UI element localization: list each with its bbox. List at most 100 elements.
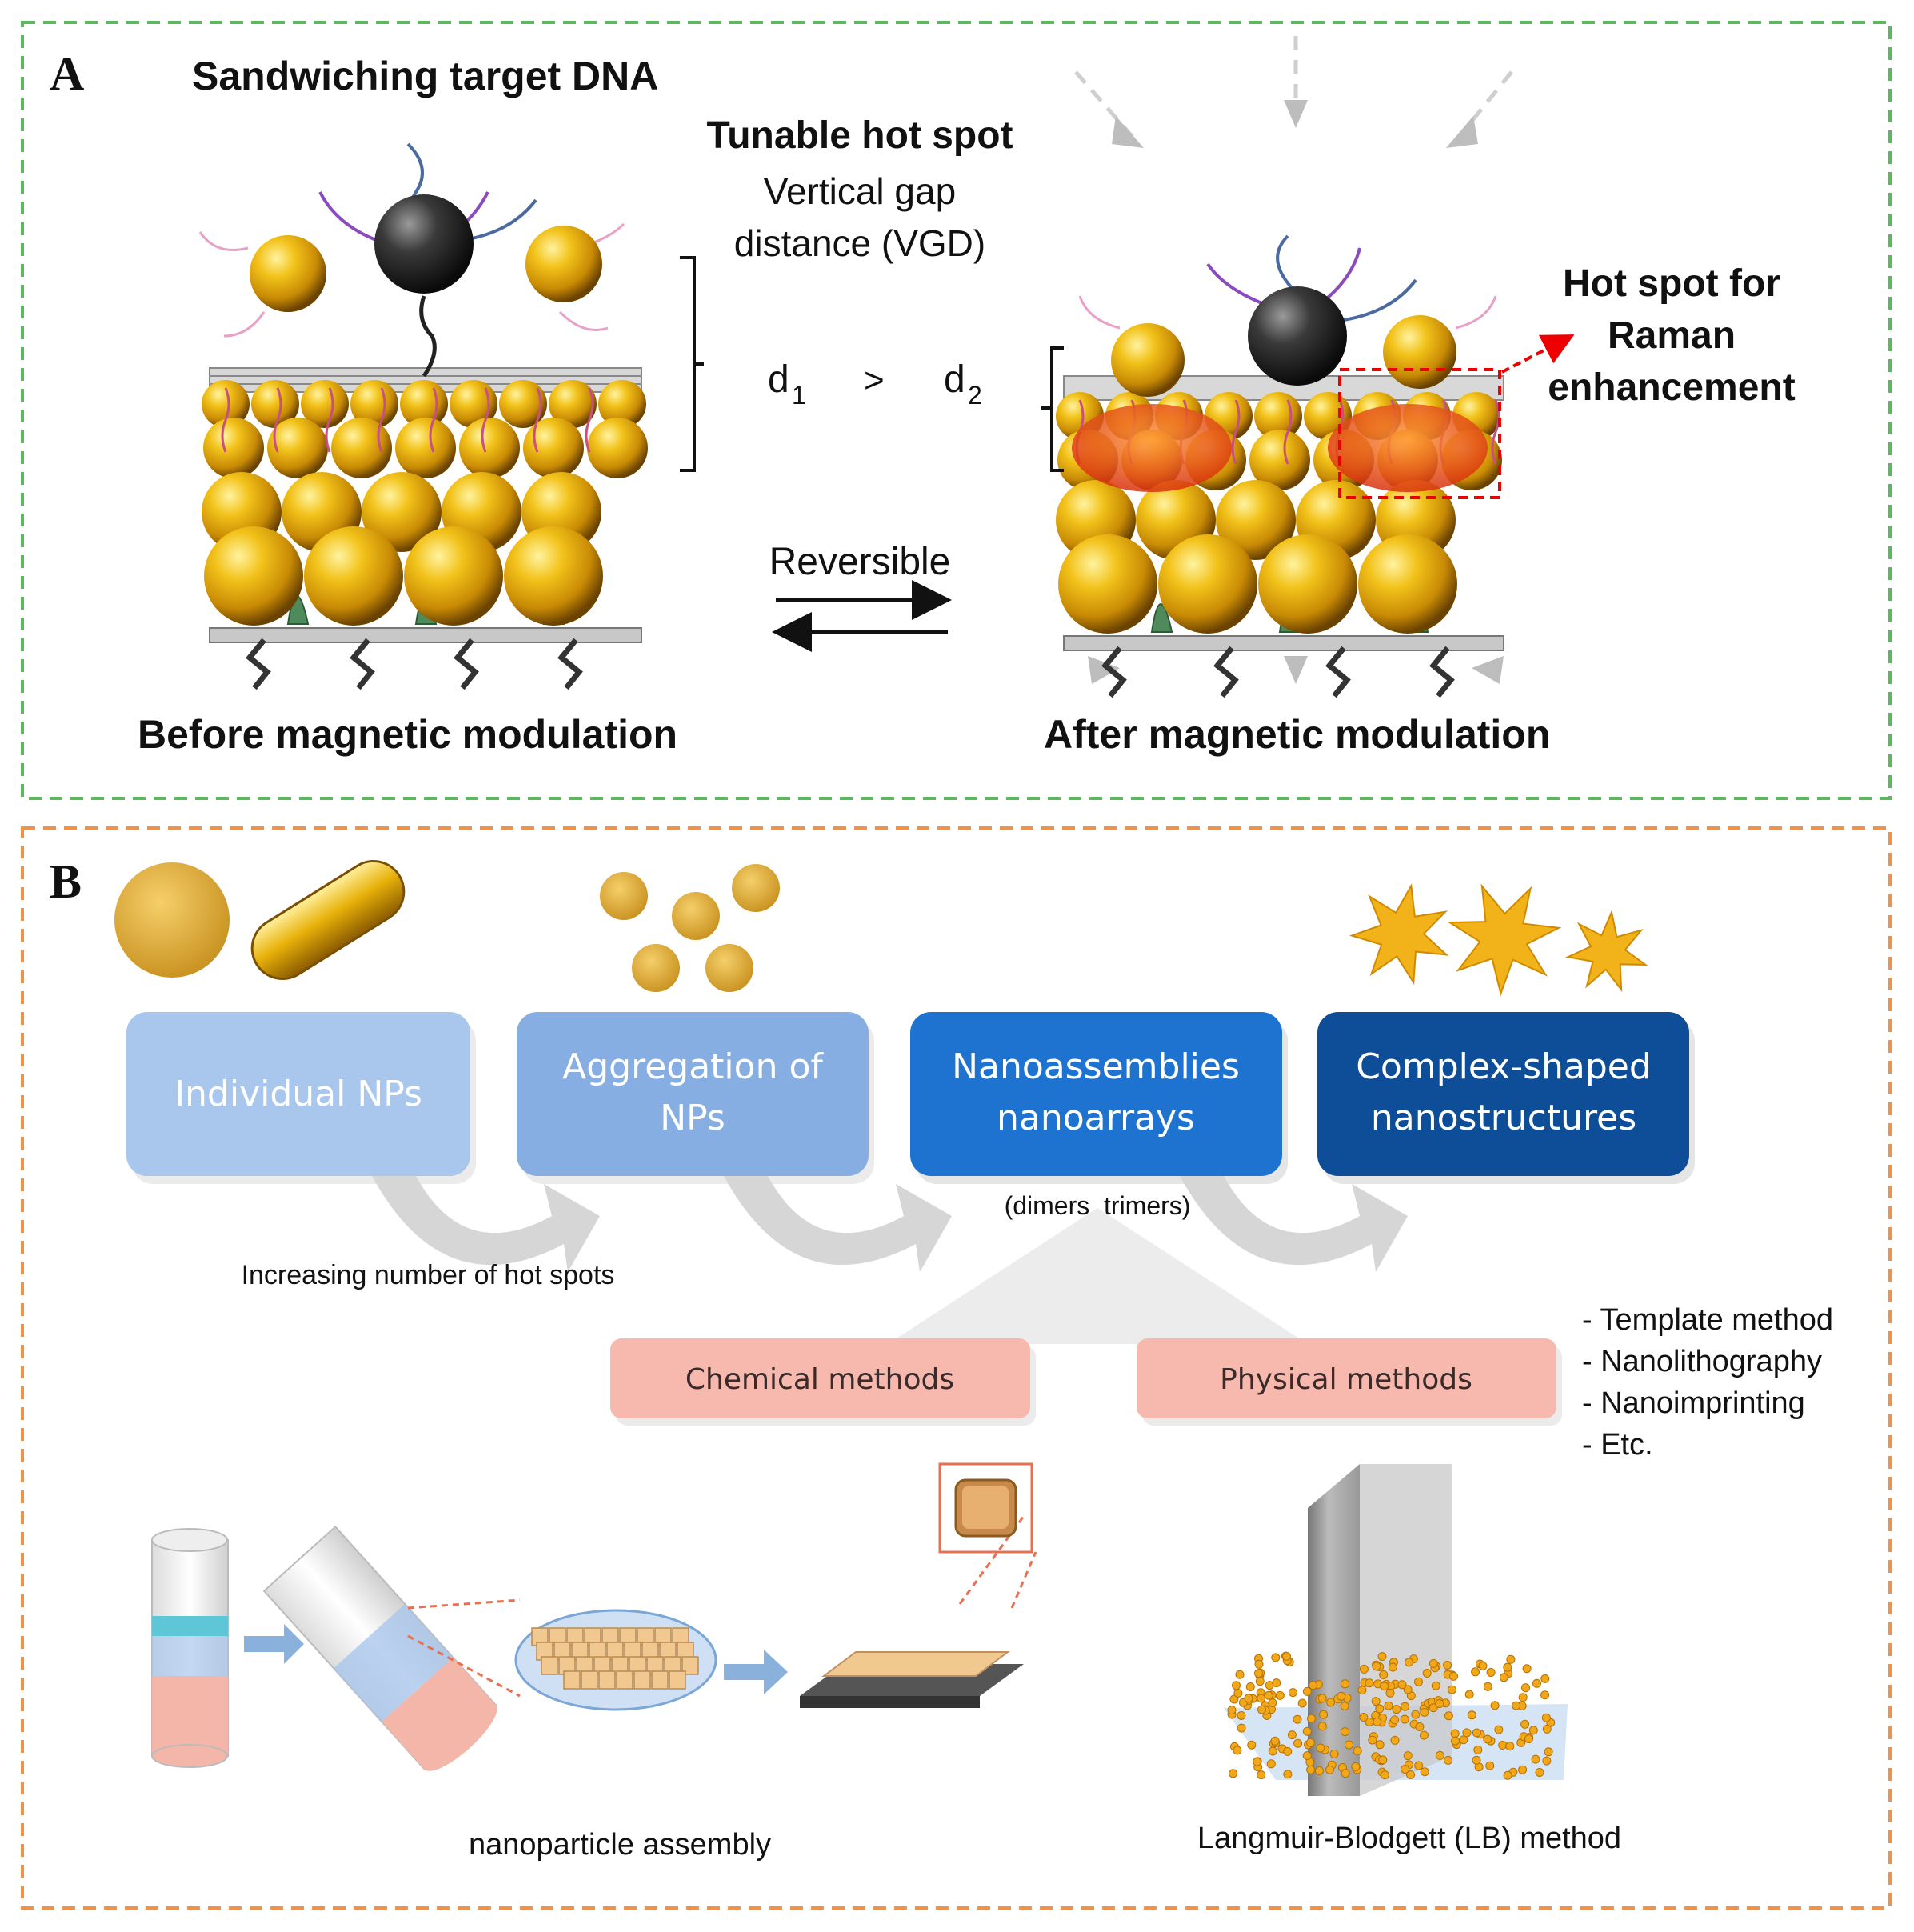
lb-nanoparticle xyxy=(1388,1662,1397,1672)
lb-nanoparticle xyxy=(1302,1751,1312,1761)
gold-sphere xyxy=(587,418,648,478)
lb-nanoparticle xyxy=(1302,1686,1312,1696)
lb-nanoparticle xyxy=(1337,1691,1346,1701)
gold-sphere xyxy=(598,380,646,428)
dna-strand xyxy=(377,387,386,453)
left-gold-sphere-array xyxy=(202,380,648,626)
complex-shaped-box: Complex-shaped nanostructures xyxy=(1317,1012,1695,1184)
dna-strand xyxy=(481,387,490,453)
lb-nanoparticle xyxy=(1351,1762,1361,1771)
lb-nanoparticle xyxy=(1272,1678,1281,1688)
nanostar xyxy=(1349,883,1449,986)
lb-nanoparticle xyxy=(1520,1719,1530,1729)
d2-symbol: d xyxy=(944,358,965,401)
panel-a-label: A xyxy=(50,47,84,100)
lb-nanoparticle xyxy=(1518,1765,1528,1774)
lb-nanoparticle xyxy=(1540,1690,1550,1700)
lb-nanoparticle xyxy=(1435,1750,1444,1760)
nanoparticle-assembly-label: nanoparticle assembly xyxy=(469,1828,771,1862)
panel-b-border xyxy=(21,826,1892,1910)
lb-nanoparticle xyxy=(1307,1714,1316,1723)
left-gold-particle-2 xyxy=(525,226,602,302)
lb-nanoparticle xyxy=(1522,1664,1532,1674)
lb-nanoparticle xyxy=(1305,1738,1315,1747)
lb-nanoparticle xyxy=(1485,1761,1495,1770)
gold-sphere xyxy=(1358,534,1457,634)
lb-nanoparticle xyxy=(1392,1705,1401,1714)
lb-nanoparticle xyxy=(1505,1742,1515,1751)
gold-sphere xyxy=(395,418,456,478)
lb-nanoparticle xyxy=(1472,1755,1481,1765)
lb-nanoparticle xyxy=(1372,1662,1381,1671)
lb-nanoparticle xyxy=(1302,1726,1312,1736)
vgd-line-1: Vertical gap xyxy=(764,170,956,212)
lb-nanoparticle xyxy=(1377,1652,1387,1662)
d2-subscript: 2 xyxy=(968,381,982,410)
nanocube xyxy=(563,1670,581,1690)
lb-nanoparticle xyxy=(1247,1740,1257,1750)
lb-nanoparticle xyxy=(1506,1654,1516,1664)
lb-method-label: Langmuir-Blodgett (LB) method xyxy=(1197,1822,1621,1855)
lb-nanoparticle xyxy=(1471,1667,1480,1677)
hot-spot-regions xyxy=(1072,404,1488,492)
gold-sphere xyxy=(203,418,264,478)
right-gold-particle-2 xyxy=(1383,315,1456,389)
lb-nanoparticle xyxy=(1444,1711,1453,1721)
lb-nanoparticle xyxy=(1401,1702,1409,1711)
lb-nanoparticle xyxy=(1403,1751,1413,1761)
lb-nanoparticle xyxy=(1449,1671,1458,1681)
lb-nanoparticle xyxy=(1325,1765,1334,1774)
lb-nanoparticle xyxy=(1253,1757,1262,1766)
gold-sphere xyxy=(1258,534,1357,634)
gold-sphere xyxy=(301,380,349,428)
lb-nanoparticle xyxy=(1483,1682,1492,1691)
lb-nanoparticle xyxy=(1317,1722,1327,1731)
gold-sphere xyxy=(304,526,403,626)
before-label: Before magnetic modulation xyxy=(138,712,677,757)
lb-nanoparticle xyxy=(1483,1734,1492,1744)
gold-sphere xyxy=(202,380,250,428)
gold-sphere xyxy=(204,526,303,626)
lb-nanoparticle xyxy=(1314,1766,1324,1775)
gold-sphere xyxy=(350,380,398,428)
raman-line-3: enhancement xyxy=(1548,366,1795,409)
d1-symbol: d xyxy=(768,358,789,401)
after-label: After magnetic modulation xyxy=(1044,712,1550,757)
lb-nanoparticle xyxy=(1532,1678,1541,1688)
lb-nanoparticle xyxy=(1429,1703,1438,1713)
gold-sphere xyxy=(1158,534,1257,634)
hotspot-title: Tunable hot spot xyxy=(706,114,1013,157)
lb-nanoparticle xyxy=(1227,1706,1237,1715)
physical-methods-box: Physical methods xyxy=(1137,1338,1562,1426)
lb-nanoparticle xyxy=(1257,1705,1266,1714)
lb-nanoparticle xyxy=(1283,1746,1293,1756)
lb-nanoparticle xyxy=(1524,1734,1533,1744)
lb-nanoparticle xyxy=(1257,1694,1266,1703)
lb-nanoparticle xyxy=(1431,1681,1440,1690)
lb-nanoparticle xyxy=(1359,1664,1369,1674)
lb-nanoparticle xyxy=(1414,1761,1424,1770)
lb-nanoparticle xyxy=(1494,1725,1504,1734)
lb-nanoparticle xyxy=(1378,1755,1388,1765)
lb-nanoparticle xyxy=(1233,1746,1242,1755)
lb-nanoparticle xyxy=(1353,1746,1362,1756)
gold-sphere xyxy=(1249,430,1310,490)
dna-strand xyxy=(273,387,282,453)
right-gap-bracket xyxy=(1041,346,1064,472)
lb-nanoparticle xyxy=(1390,1715,1400,1725)
lb-nanoparticle xyxy=(1326,1698,1336,1707)
lb-nanoparticle xyxy=(1518,1693,1528,1702)
dna-strand xyxy=(533,387,542,453)
progression-arrows xyxy=(372,1176,1408,1272)
methods-triangle xyxy=(888,1208,1308,1344)
flow-arrow-2 xyxy=(724,1650,788,1694)
gold-sphere xyxy=(450,380,497,428)
nanocube xyxy=(581,1670,598,1690)
lb-nanoparticle xyxy=(1375,1740,1385,1750)
lb-nanoparticle xyxy=(1229,1694,1239,1704)
lb-nanoparticle xyxy=(1255,1677,1265,1686)
lb-nanoparticle xyxy=(1535,1768,1544,1777)
lb-nanoparticle xyxy=(1275,1690,1285,1700)
lb-nanoparticle xyxy=(1306,1765,1316,1774)
